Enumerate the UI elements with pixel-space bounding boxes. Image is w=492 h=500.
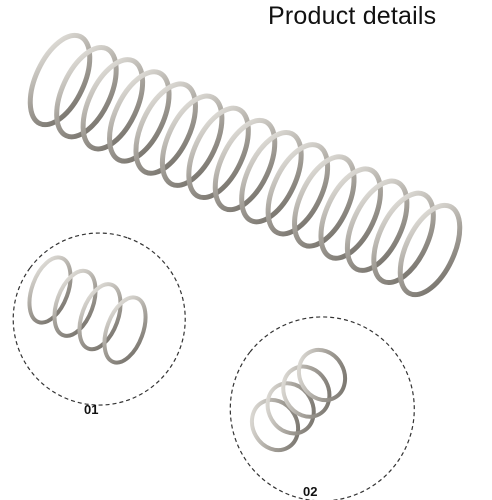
spring-coil <box>292 154 357 249</box>
spring-coil <box>212 117 278 213</box>
spring-coil <box>27 255 73 325</box>
spring-coil <box>186 105 251 201</box>
spring-coil <box>296 347 348 403</box>
page-title: Product details <box>268 2 437 30</box>
spring-coil <box>371 190 436 286</box>
detail-01-circle <box>12 232 186 406</box>
spring-coil <box>265 381 316 436</box>
detail-02-spring-image <box>249 347 348 453</box>
detail-02-circle <box>229 316 415 500</box>
spring-coil <box>344 178 410 273</box>
spring-coil <box>80 57 146 152</box>
spring-coil <box>318 166 383 261</box>
spring-coil <box>159 93 225 188</box>
spring-coil <box>102 295 148 365</box>
spring-coil <box>77 282 123 352</box>
main-spring-image <box>27 32 463 298</box>
detail-01-label: 01 <box>84 402 99 417</box>
detail-02-label: 02 <box>303 484 318 499</box>
spring-coil <box>281 364 332 419</box>
spring-coil <box>27 32 93 128</box>
spring-coil <box>397 202 463 298</box>
detail-01-spring-image <box>27 255 148 365</box>
spring-coil <box>249 397 301 453</box>
spring-coil <box>265 142 331 237</box>
spring-coil <box>133 81 198 176</box>
spring-coil <box>107 69 172 164</box>
spring-coil <box>52 268 98 338</box>
spring-coil <box>54 44 119 140</box>
spring-coil <box>239 129 304 225</box>
